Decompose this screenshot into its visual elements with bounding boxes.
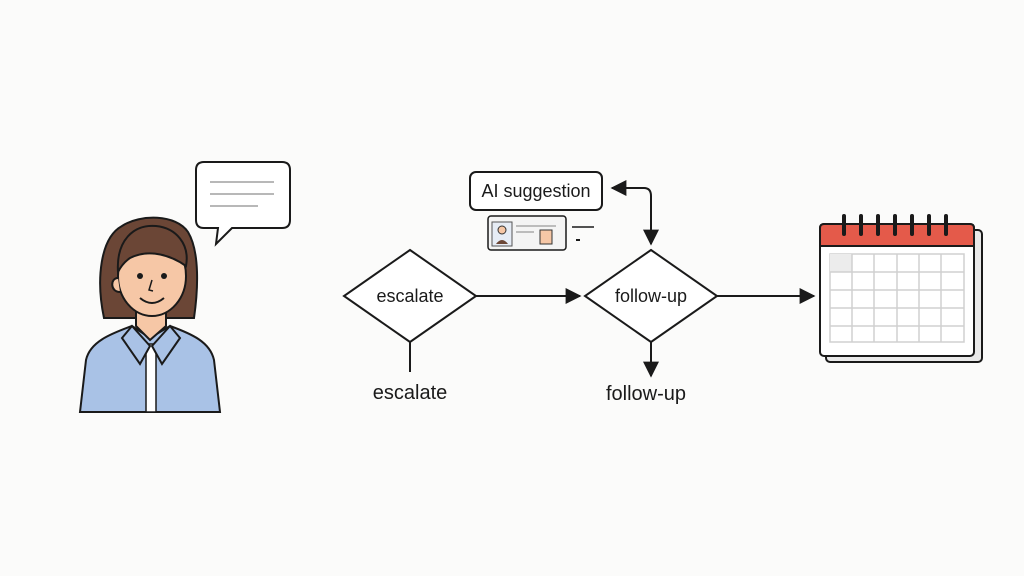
outcome-escalate-label: escalate — [373, 382, 448, 404]
decision-escalate-label: escalate — [376, 286, 443, 306]
decision-followup: follow-up — [583, 248, 719, 344]
person-avatar-icon — [78, 216, 222, 413]
speech-bubble-icon — [195, 161, 291, 247]
arrow-suggestion-loop — [610, 180, 659, 246]
ai-suggestion-box: AI suggestion — [469, 171, 603, 211]
decision-followup-label: follow-up — [615, 286, 687, 306]
profile-card-icon — [487, 215, 594, 251]
outcome-followup-label: follow-up — [606, 383, 686, 405]
ai-suggestion-label: AI suggestion — [481, 181, 590, 201]
calendar-icon — [819, 214, 983, 363]
decision-escalate: escalate — [342, 248, 478, 344]
